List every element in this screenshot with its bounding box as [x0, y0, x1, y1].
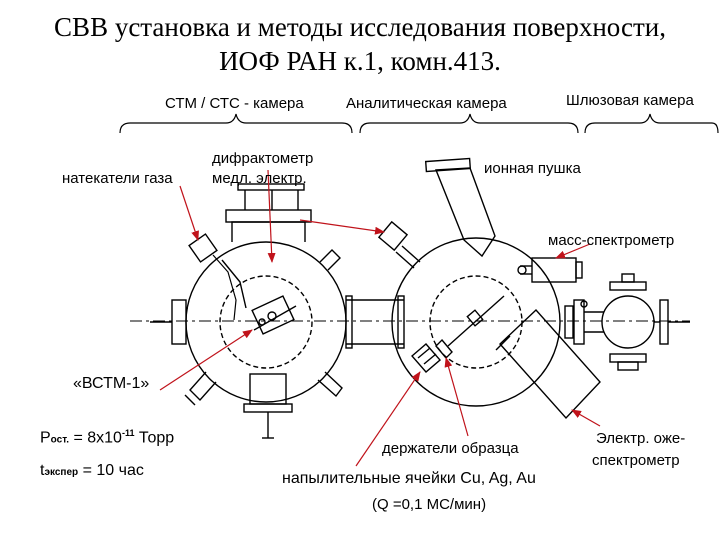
time-sub: экспер	[44, 467, 79, 478]
pressure-unit: Торр	[134, 429, 175, 447]
gas-leaks-label: натекатели газа	[62, 170, 173, 187]
arrow-holder-analytic	[444, 357, 469, 437]
stm-chamber-label: СТМ / СТС - камера	[165, 95, 304, 112]
lock-chamber-label: Шлюзовая камера	[566, 92, 694, 109]
arrow-gas-leak-2	[299, 219, 385, 235]
pressure-symbol: P	[40, 429, 51, 447]
analytic-chamber-label: Аналитическая камера	[346, 95, 507, 112]
pressure-sub: ост.	[50, 434, 70, 446]
title-line-1: СВВ установка и методы исследования пове…	[54, 12, 666, 42]
auger-label-1: Электр. оже-	[596, 430, 686, 447]
holders-label: держатели образца	[382, 440, 519, 457]
arrow-evaporator	[355, 371, 421, 467]
evaporators-label: напылительные ячейки Cu, Ag, Au	[282, 470, 536, 487]
arrow-mass-spec	[555, 243, 591, 259]
time-label: tэкспер = 10 час	[40, 462, 144, 480]
time-value: = 10 час	[78, 462, 144, 479]
pressure-label: Pост. = 8x10-11 Торр	[40, 428, 174, 447]
title-line-2: ИОФ РАН к.1, комн.413.	[219, 46, 501, 76]
arrow-holder-stm	[159, 329, 253, 391]
lock-chamber	[564, 273, 690, 371]
diffractometer-label-1: дифрактометр	[212, 150, 314, 167]
pressure-value: = 8x10	[69, 429, 122, 447]
auger-label-2: спектрометр	[592, 452, 680, 469]
rate-label: (Q =0,1 МС/мин)	[372, 496, 487, 513]
ion-gun-label: ионная пушка	[484, 160, 581, 177]
analytic-chamber	[377, 157, 601, 420]
arrow-gas-leak	[179, 185, 199, 241]
arrow-auger	[571, 409, 601, 427]
time-symbol: t	[40, 462, 45, 479]
arrow-diffractometer	[267, 169, 276, 263]
bracket-lock	[584, 113, 719, 134]
diffractometer-label-2: медл. электр.	[212, 170, 307, 187]
transfer-tube	[345, 295, 405, 349]
vstm-label: «ВСТМ-1»	[73, 375, 150, 392]
stm-chamber	[150, 183, 347, 439]
bracket-analytic	[359, 113, 579, 134]
mass-spec-label: масс-спектрометр	[548, 232, 675, 249]
bracket-stm	[119, 113, 353, 134]
pressure-exp: -11	[121, 428, 135, 438]
